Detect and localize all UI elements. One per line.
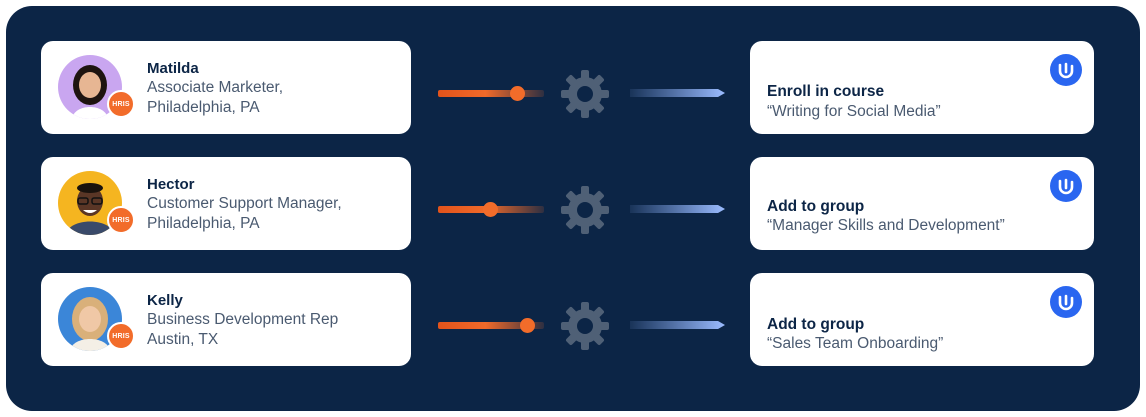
action-card-add-group: Add to group “Manager Skills and Develop…: [750, 157, 1094, 250]
person-card-kelly: HRIS Kelly Business Development Rep Aust…: [41, 273, 411, 366]
person-name: Hector: [147, 176, 195, 193]
person-location: Philadelphia, PA: [147, 215, 260, 232]
gear-icon: [560, 185, 610, 235]
action-title: Add to group: [767, 198, 865, 215]
gear-icon: [560, 301, 610, 351]
person-name: Matilda: [147, 60, 199, 77]
brand-logo-icon: [1050, 54, 1082, 86]
person-title: Associate Marketer,: [147, 79, 284, 96]
arrow-right-icon: [630, 318, 726, 332]
person-card-hector: HRIS Hector Customer Support Manager, Ph…: [41, 157, 411, 250]
action-card-enroll: Enroll in course “Writing for Social Med…: [750, 41, 1094, 134]
brand-logo-icon: [1050, 286, 1082, 318]
person-location: Austin, TX: [147, 331, 219, 348]
person-name: Kelly: [147, 292, 183, 309]
hris-badge: HRIS: [107, 90, 135, 118]
progress-knob: [510, 86, 525, 101]
progress-knob: [483, 202, 498, 217]
avatar: [58, 55, 122, 119]
sync-progress: [438, 86, 544, 101]
person-location: Philadelphia, PA: [147, 99, 260, 116]
person-title: Business Development Rep: [147, 311, 339, 328]
sync-progress: [438, 318, 544, 333]
arrow-right-icon: [630, 202, 726, 216]
avatar: [58, 287, 122, 351]
arrow-right-icon: [630, 86, 726, 100]
action-card-add-group: Add to group “Sales Team Onboarding”: [750, 273, 1094, 366]
gear-icon: [560, 69, 610, 119]
action-detail: “Manager Skills and Development”: [767, 217, 1005, 234]
progress-knob: [520, 318, 535, 333]
hris-badge: HRIS: [107, 206, 135, 234]
progress-track: [438, 90, 544, 97]
action-title: Enroll in course: [767, 83, 885, 100]
person-title: Customer Support Manager,: [147, 195, 342, 212]
brand-logo-icon: [1050, 170, 1082, 202]
action-title: Add to group: [767, 316, 865, 333]
hris-badge: HRIS: [107, 322, 135, 350]
progress-track: [438, 322, 544, 329]
avatar: [58, 171, 122, 235]
sync-progress: [438, 202, 544, 217]
action-detail: “Writing for Social Media”: [767, 103, 941, 120]
action-detail: “Sales Team Onboarding”: [767, 335, 944, 352]
person-card-matilda: HRIS Matilda Associate Marketer, Philade…: [41, 41, 411, 134]
